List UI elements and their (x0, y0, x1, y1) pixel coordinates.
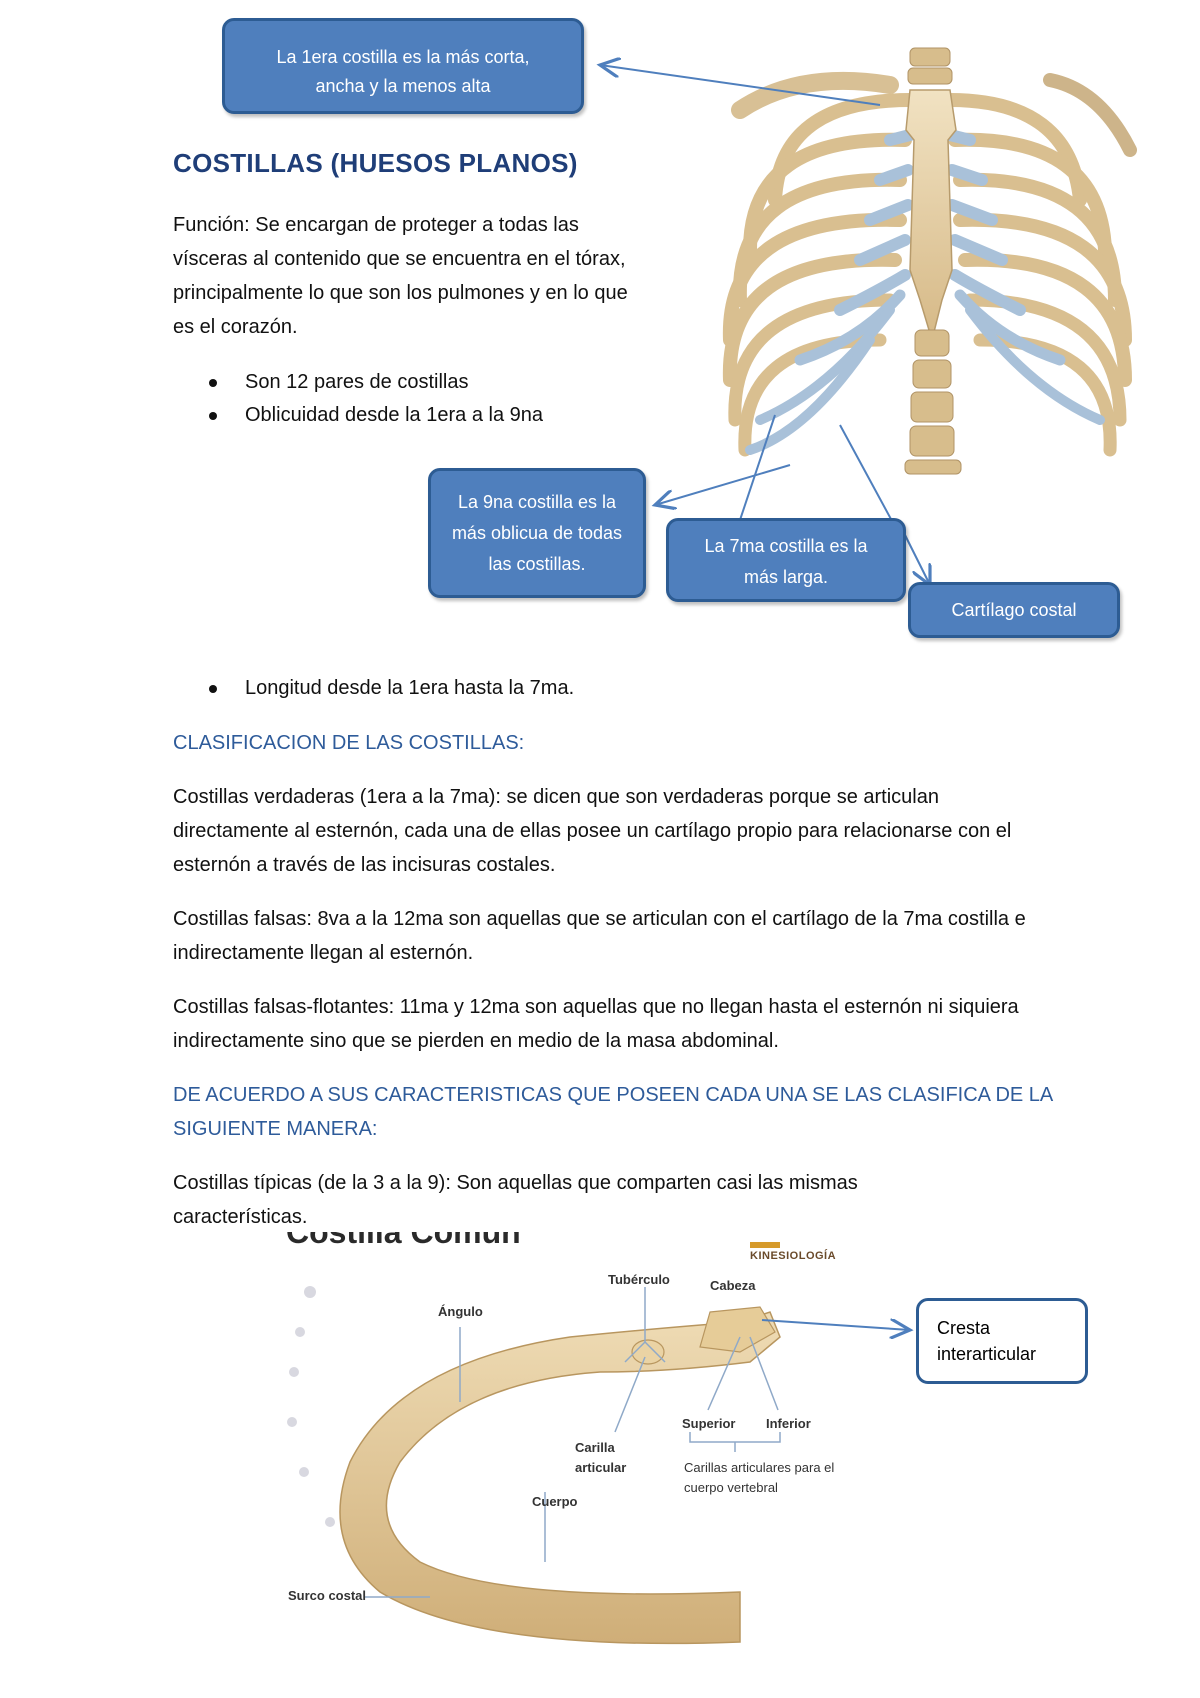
characteristics-heading: DE ACUERDO A SUS CARACTERISTICAS QUE POS… (173, 1084, 1053, 1140)
logo-mark (750, 1242, 780, 1248)
rib-cage-illustration (722, 47, 1137, 475)
callout-ninth-rib-text: La 9na costilla es la más oblicua de tod… (451, 492, 623, 574)
callout-ninth-rib: La 9na costilla es la más oblicua de tod… (428, 468, 646, 598)
kinesiologia-logo: KINESIOLOGÍA (750, 1250, 837, 1262)
bullet-item: Son 12 pares de costillas (173, 366, 543, 399)
function-paragraph: Función: Se encargan de proteger a todas… (173, 214, 628, 338)
bullet-list-top: Son 12 pares de costillas Oblicuidad des… (173, 366, 543, 432)
callout-crest-text: Cresta interarticular (937, 1318, 1037, 1364)
callout-crest: Cresta interarticular (916, 1298, 1088, 1384)
label-inferior: Inferior (766, 1416, 811, 1431)
callout-first-rib: La 1era costilla es la más corta, ancha … (222, 18, 584, 114)
rib-bone-drawing (287, 1286, 781, 1645)
callout-arrows (0, 0, 1200, 700)
false-ribs-paragraph: Costillas falsas: 8va a la 12ma son aque… (173, 908, 1026, 964)
callout-first-rib-text: La 1era costilla es la más corta, ancha … (276, 47, 530, 96)
typical-ribs-paragraph: Costillas típicas (de la 3 a la 9): Son … (173, 1172, 858, 1228)
bullet-item: Longitud desde la 1era hasta la 7ma. (173, 672, 574, 705)
true-ribs-paragraph: Costillas verdaderas (1era a la 7ma): se… (173, 786, 1012, 876)
floating-ribs-paragraph: Costillas falsas-flotantes: 11ma y 12ma … (173, 996, 1019, 1052)
label-tuberculo: Tubérculo (608, 1272, 670, 1287)
page-title: COSTILLAS (HUESOS PLANOS) (173, 148, 578, 178)
bullet-item: Oblicuidad desde la 1era a la 9na (173, 399, 543, 432)
rib-figure: Costilla Común KINESIOLOGÍA (270, 1232, 850, 1672)
crest-arrow (761, 1310, 920, 1350)
classification-heading: CLASIFICACION DE LAS COSTILLAS: (173, 732, 525, 754)
label-superior: Superior (682, 1416, 736, 1431)
label-carilla-articular: Carilla articular (575, 1440, 627, 1475)
bullet-list-length: Longitud desde la 1era hasta la 7ma. (173, 672, 574, 705)
callout-seventh-rib: La 7ma costilla es la más larga. (666, 518, 906, 602)
callout-costal-cartilage-text: Cartílago costal (951, 600, 1077, 620)
callout-seventh-rib-text: La 7ma costilla es la más larga. (704, 536, 868, 587)
label-cabeza: Cabeza (710, 1278, 756, 1293)
label-carillas-cuerpo: Carillas articulares para el cuerpo vert… (684, 1460, 835, 1495)
rib-figure-title: Costilla Común (286, 1232, 521, 1250)
label-surco-costal: Surco costal (288, 1588, 367, 1603)
label-cuerpo: Cuerpo (532, 1494, 578, 1509)
label-angulo: Ángulo (438, 1304, 483, 1319)
callout-costal-cartilage: Cartílago costal (908, 582, 1120, 638)
